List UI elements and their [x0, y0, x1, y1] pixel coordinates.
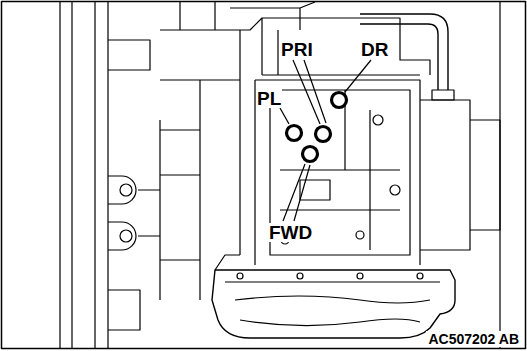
port-label: FWD: [268, 223, 313, 242]
port-label: PRI: [280, 40, 314, 59]
port-label: PL: [256, 89, 282, 108]
figure-code: AC507202 AB: [426, 331, 521, 347]
port-label: DR: [360, 40, 389, 59]
